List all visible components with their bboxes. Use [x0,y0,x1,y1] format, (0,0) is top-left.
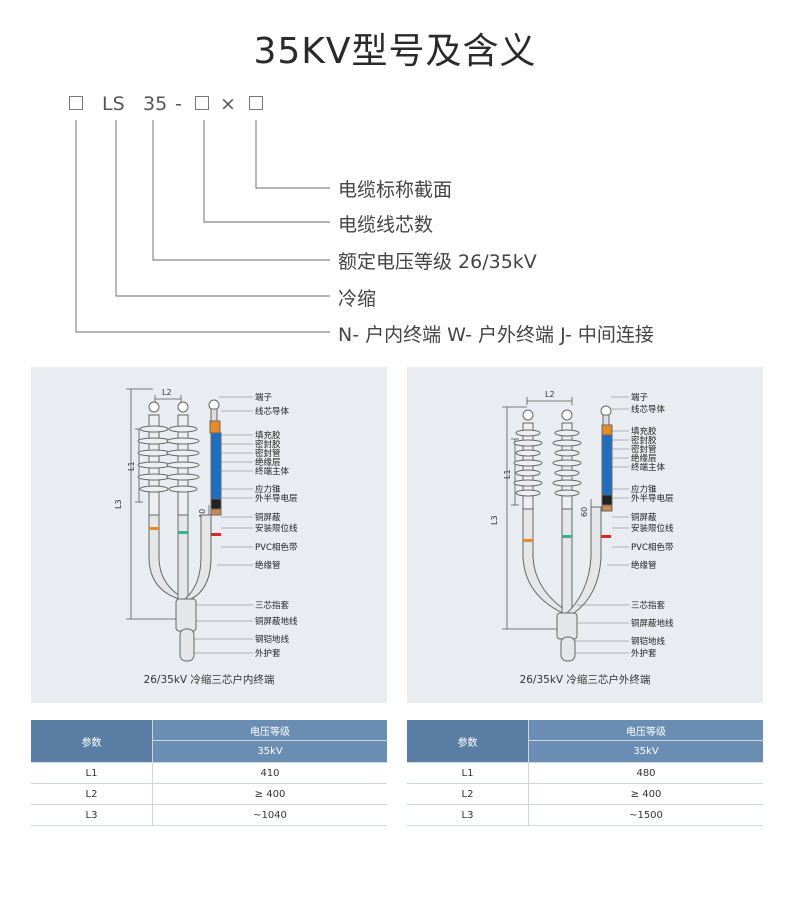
label-main-body: 终端主体 [255,466,290,477]
meaning-section: 电缆标称截面 [338,179,453,201]
model-code: LS 35 - × [66,93,356,117]
label-stress-cone: 应力锥 [631,484,657,495]
param-cell: L1 [31,762,153,784]
indoor-spec-table: 参数 电压等级 35kV L1 410 L2 ≥ 400 L3 ~1040 [31,720,387,826]
label-insulation: 绝缘层 [631,453,657,464]
label-outer-sheath: 外护套 [255,648,281,659]
label-breakout: 三芯指套 [631,600,666,611]
label-semicon: 外半导电层 [255,493,298,504]
label-outer-sheath: 外护套 [631,648,657,659]
label-terminal: 端子 [631,392,649,403]
param-cell: L1 [407,762,529,784]
param-cell: L2 [407,783,529,805]
dim-l3: L3 [490,515,499,525]
label-limit-line: 安装限位线 [255,523,298,534]
table-row: L1 480 [407,762,763,784]
table-row: L2 ≥ 400 [31,783,387,805]
label-pvc-tape: PVC相色带 [631,542,674,553]
label-armor-ground: 钢铠地线 [631,636,666,647]
value-cell: 480 [528,762,763,784]
label-insulating-tube: 绝缘管 [255,560,281,571]
label-insulating-tube: 绝缘管 [631,560,657,571]
dim-l1: L1 [503,469,512,479]
outdoor-termination-panel: L3 L1 L2 60 [407,367,763,703]
indoor-termination-panel: L3 L1 L2 40 [31,367,387,703]
dim-l2: L2 [545,390,555,399]
label-shield-ground: 铜屏蔽地线 [631,618,674,629]
label-copper-shield: 铜屏蔽 [255,512,281,523]
code-box-section [249,96,263,110]
label-copper-shield: 铜屏蔽 [631,512,657,523]
param-header: 参数 [31,720,153,763]
label-sealant: 密封胶 [631,435,657,446]
label-terminal: 端子 [255,392,273,403]
label-stress-cone: 应力锥 [255,484,281,495]
label-shield-ground: 铜屏蔽地线 [255,616,298,627]
code-dash: - [175,93,182,115]
param-cell: L3 [407,804,529,826]
indoor-termination-diagram: L3 L1 L2 40 [114,388,298,662]
code-box-type [69,96,83,110]
label-filler: 填充胶 [631,426,657,437]
meaning-voltage: 额定电压等级 26/35kV [338,251,537,273]
value-cell: ≥ 400 [528,783,763,805]
voltage-group-header: 电压等级 [152,720,387,742]
label-semicon: 外半导电层 [631,493,674,504]
dim-h: 40 [198,509,207,519]
param-header: 参数 [407,720,529,763]
dim-h: 60 [580,507,589,517]
outdoor-termination-diagram: L3 L1 L2 60 [490,390,674,662]
indoor-caption: 26/35kV 冷缩三芯户内终端 [143,674,275,686]
voltage-sub-header: 35kV [528,740,763,763]
code-times: × [220,93,236,115]
voltage-sub-header: 35kV [152,740,387,763]
dim-l2: L2 [162,388,172,397]
code-voltage: 35 [143,93,168,115]
label-breakout: 三芯指套 [255,600,290,611]
table-row: L3 ~1040 [31,804,387,826]
table-row: L2 ≥ 400 [407,783,763,805]
value-cell: ≥ 400 [152,783,387,805]
label-seal-tube: 密封管 [631,444,657,455]
label-limit-line: 安装限位线 [631,523,674,534]
value-cell: ~1500 [528,804,763,826]
outdoor-spec-table: 参数 电压等级 35kV L1 480 L2 ≥ 400 L3 ~1500 [407,720,763,826]
label-sealant: 密封胶 [255,439,281,450]
meaning-termination-type: N- 户内终端 W- 户外终端 J- 中间连接 [338,324,654,346]
dim-l3: L3 [114,499,123,509]
label-conductor: 线芯导体 [631,404,666,415]
meaning-cold-shrink: 冷缩 [338,288,377,310]
value-cell: 410 [152,762,387,784]
value-cell: ~1040 [152,804,387,826]
code-box-cores [195,96,209,110]
param-cell: L3 [31,804,153,826]
label-insulation: 绝缘层 [255,457,281,468]
code-connector-lines [75,120,330,333]
code-ls: LS [102,93,125,115]
label-pvc-tape: PVC相色带 [255,542,298,553]
page-title: 35KV型号及含义 [253,31,537,72]
label-main-body: 终端主体 [631,462,666,473]
param-cell: L2 [31,783,153,805]
label-armor-ground: 钢铠地线 [255,634,290,645]
table-row: L3 ~1500 [407,804,763,826]
outdoor-caption: 26/35kV 冷缩三芯户外终端 [519,674,651,686]
label-conductor: 线芯导体 [255,406,290,417]
voltage-group-header: 电压等级 [528,720,763,742]
table-row: L1 410 [31,762,387,784]
dim-l1: L1 [127,461,136,471]
label-seal-tube: 密封管 [255,448,281,459]
label-filler: 填充胶 [255,430,281,441]
meaning-cores: 电缆线芯数 [338,214,434,236]
